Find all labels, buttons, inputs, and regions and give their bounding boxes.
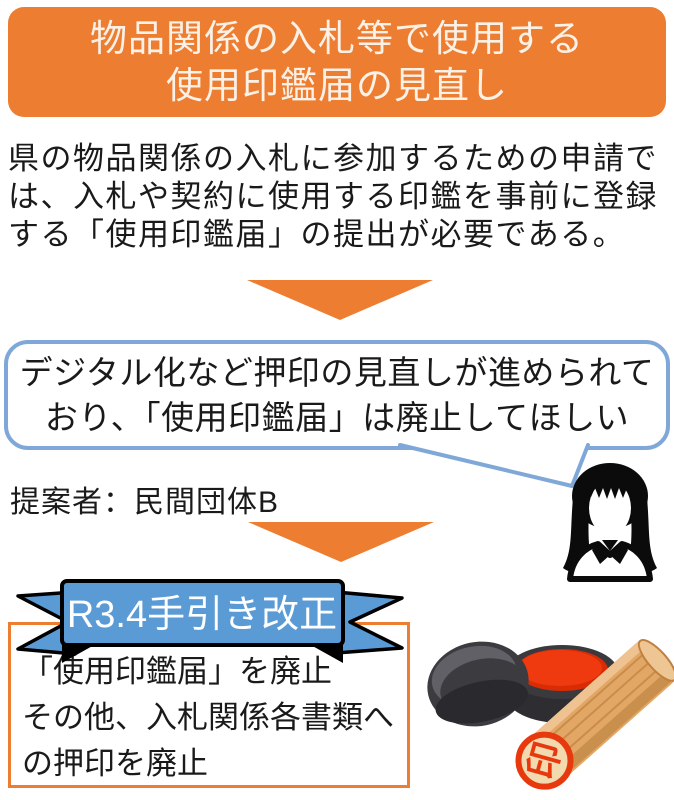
ribbon-label: R3.4手引き改正 <box>67 594 337 636</box>
page-title-line1: 物品関係の入札等で使用する <box>90 18 584 59</box>
intro-line: は、入札や契約に使用する印鑑を事前に登録 <box>8 179 658 214</box>
bubble-line: デジタル化など押印の見直しが進められて <box>19 354 655 391</box>
speech-bubble: デジタル化など押印の見直しが進められて おり、「使用印鑑届」は廃止してほしい <box>4 340 670 450</box>
page-title-line2: 使用印鑑届の見直し <box>166 65 508 106</box>
bubble-line: おり、「使用印鑑届」は廃止してほしい <box>44 399 630 436</box>
intro-line: 県の物品関係の入札に参加するための申請で <box>8 141 658 176</box>
proposer-label: 提案者：民間団体B <box>10 486 280 519</box>
ribbon-banner: R3.4手引き改正 <box>16 579 404 663</box>
result-line: その他、入札関係各書類へ <box>22 700 394 735</box>
hanko-and-inkpad-illustration: 印 <box>427 639 674 790</box>
result-text: 「使用印鑑届」を廃止 その他、入札関係各書類へ の押印を廃止 <box>22 649 394 787</box>
speech-bubble-tail <box>398 443 590 488</box>
woman-silhouette-icon <box>563 463 657 582</box>
intro-paragraph: 県の物品関係の入札に参加するための申請で は、入札や契約に使用する印鑑を事前に登… <box>8 140 670 254</box>
result-line: 「使用印鑑届」を廃止 <box>22 654 332 689</box>
ink-pad-lid <box>427 641 529 727</box>
result-line: の押印を廃止 <box>22 746 208 781</box>
title-banner: 物品関係の入札等で使用する 使用印鑑届の見直し <box>8 7 666 117</box>
down-arrow-icon <box>247 280 433 320</box>
hanko-stamp: 印 <box>515 639 674 790</box>
down-arrow-icon <box>248 522 434 562</box>
intro-line: する「使用印鑑届」の提出が必要である。 <box>8 217 626 252</box>
